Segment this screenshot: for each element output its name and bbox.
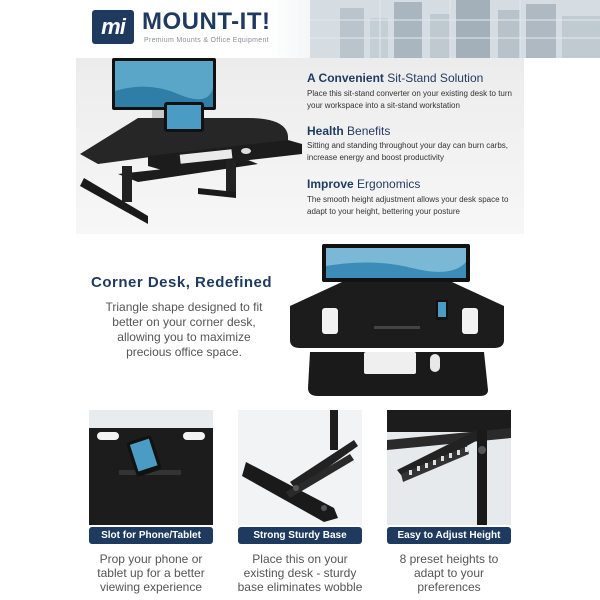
height-adjust-image [387, 410, 511, 525]
phone-slot-illustration [89, 410, 213, 525]
card-2-label: Strong Sturdy Base [238, 527, 362, 544]
card-1-label: Slot for Phone/Tablet [89, 527, 213, 544]
height-adjust-illustration [387, 410, 511, 525]
feature-1-title: A Convenient Sit-Stand Solution [307, 71, 484, 85]
feature-2-title: Health Benefits [307, 124, 391, 138]
sturdy-base-illustration [238, 410, 362, 525]
brand-logo: mi [92, 10, 134, 44]
brand-name: MOUNT-IT! [142, 8, 271, 35]
feature-1-body: Place this sit-stand converter on your e… [307, 89, 512, 110]
corner-desk-description: Triangle shape designed to fit better on… [105, 300, 263, 359]
corner-desk-title: Corner Desk, Redefined [91, 274, 273, 291]
feature-2-body: Sitting and standing throughout your day… [307, 141, 509, 162]
feature-3-body: The smooth height adjustment allows your… [307, 195, 509, 216]
city-skyline-image [310, 0, 600, 58]
phone-slot-image [89, 410, 213, 525]
header-banner [0, 0, 600, 58]
card-3-label: Easy to Adjust Height [387, 527, 511, 544]
corner-desk-top-view-image [290, 244, 504, 396]
sturdy-base-image [238, 410, 362, 525]
brand-tagline: Premium Mounts & Office Equipment [144, 37, 269, 44]
desk-converter-image [80, 58, 302, 224]
card-1-text: Prop your phone or tablet up for a bette… [97, 552, 205, 594]
feature-3-title: Improve Ergonomics [307, 177, 421, 191]
card-2-text: Place this on your existing desk - sturd… [237, 552, 363, 594]
card-3-text: 8 preset heights to adapt to your prefer… [399, 552, 499, 594]
